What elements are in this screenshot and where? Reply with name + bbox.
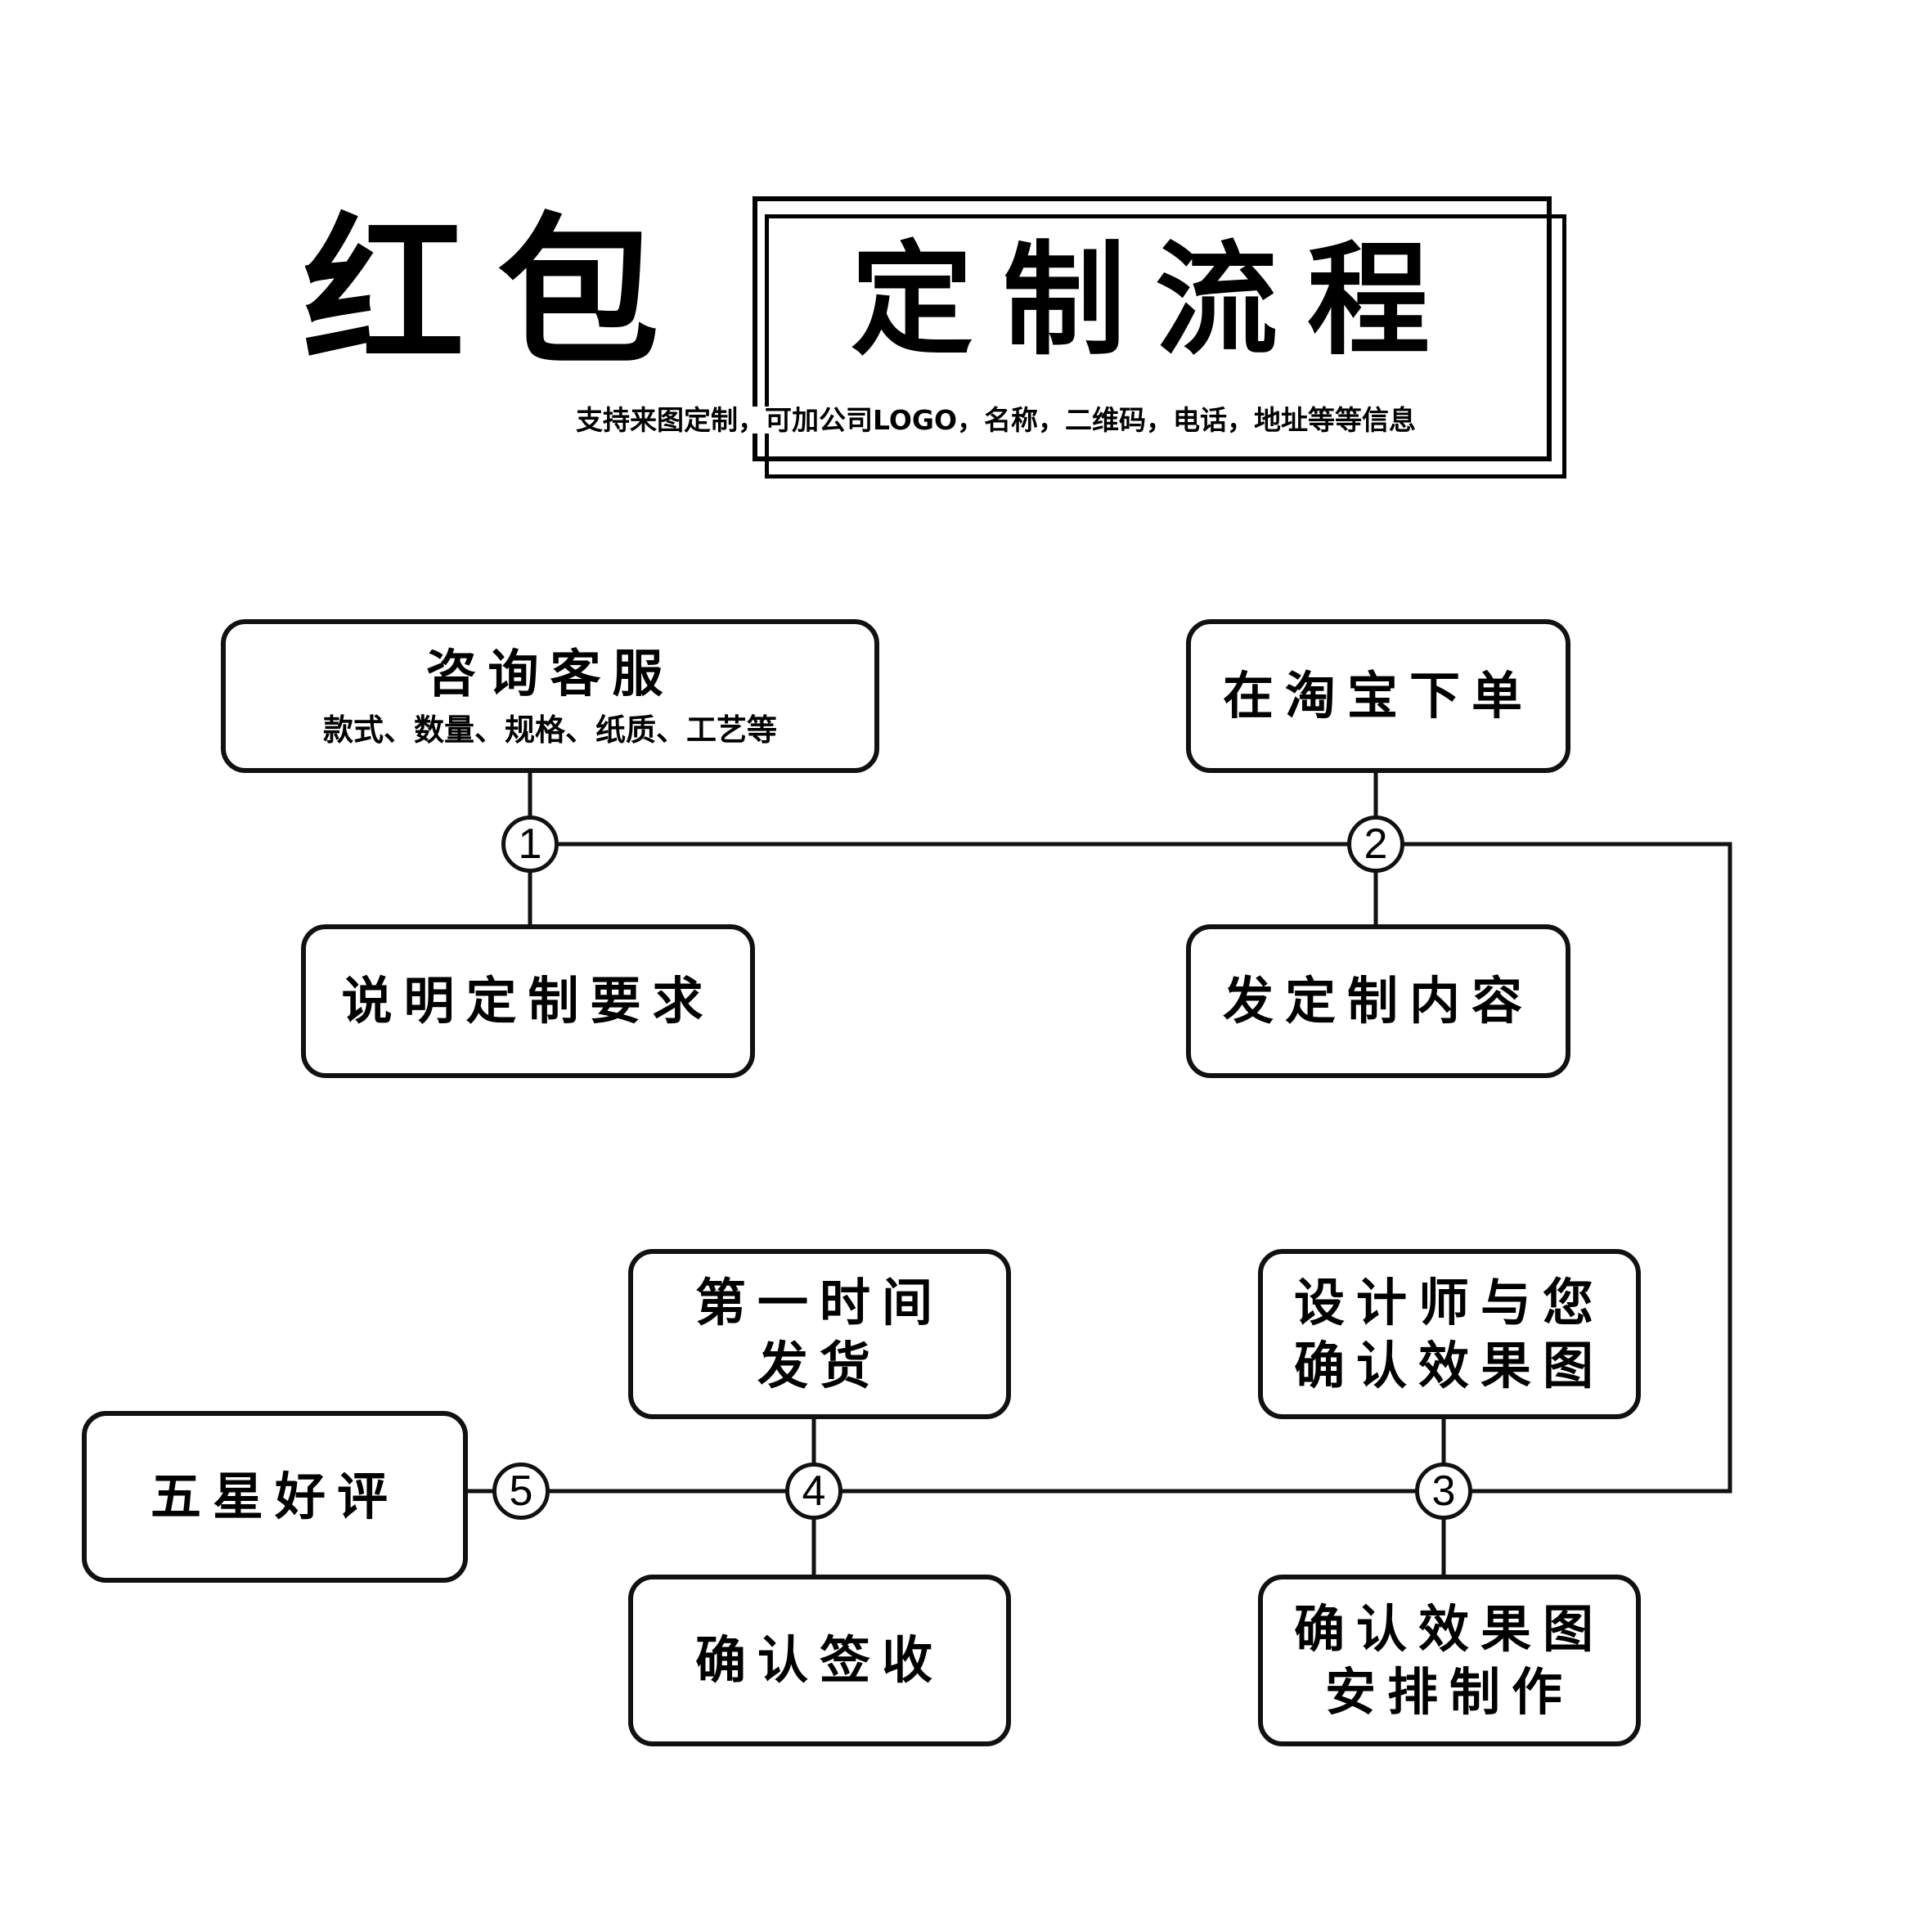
node-send-content: 发定制内容 [1186,924,1570,1078]
node-review: 五星好评 [82,1411,468,1583]
node-ship-line1: 第一时间 [694,1272,944,1332]
node-sign: 确认签收 [628,1575,1011,1746]
node-designer-line2: 确认效果图 [1293,1336,1605,1395]
node-designer: 设计师与您 确认效果图 [1258,1249,1641,1419]
page-subtitle: 支持来图定制，可加公司LOGO，名称，二维码，电话，地址等等信息 [573,407,1420,434]
step-2-marker: 2 [1347,815,1404,873]
page-title-left: 红包 [303,196,692,387]
node-arrange: 确认效果图 安排制作 [1258,1575,1641,1746]
node-send-content-title: 发定制内容 [1222,971,1534,1031]
node-arrange-line1: 确认效果图 [1293,1598,1605,1659]
step-4-marker: 4 [785,1462,842,1520]
node-ship-line2: 发货 [757,1336,882,1395]
title-frame-inner [765,214,1566,479]
page-title-right: 定制流程 [851,228,1460,372]
step-5-marker: 5 [492,1462,550,1520]
node-ship: 第一时间 发货 [628,1249,1011,1419]
node-explain: 说明定制要求 [301,924,755,1078]
node-explain-title: 说明定制要求 [341,971,715,1031]
node-sign-title: 确认签收 [694,1630,944,1691]
node-arrange-line2: 安排制作 [1324,1662,1574,1722]
node-consult-title: 咨询客服 [425,644,675,704]
connector-step2-step3 [1376,842,1732,1494]
node-order-title: 在淘宝下单 [1222,666,1534,726]
node-consult-detail: 款式、数量、规格、纸质、工艺等 [323,712,777,748]
step-1-marker: 1 [501,815,559,873]
node-review-title: 五星好评 [150,1467,399,1527]
node-designer-line1: 设计师与您 [1293,1272,1605,1332]
node-consult: 咨询客服 款式、数量、规格、纸质、工艺等 [221,619,879,773]
step-3-marker: 3 [1415,1462,1472,1520]
title-frame-outer [753,196,1552,461]
node-order: 在淘宝下单 [1186,619,1570,773]
